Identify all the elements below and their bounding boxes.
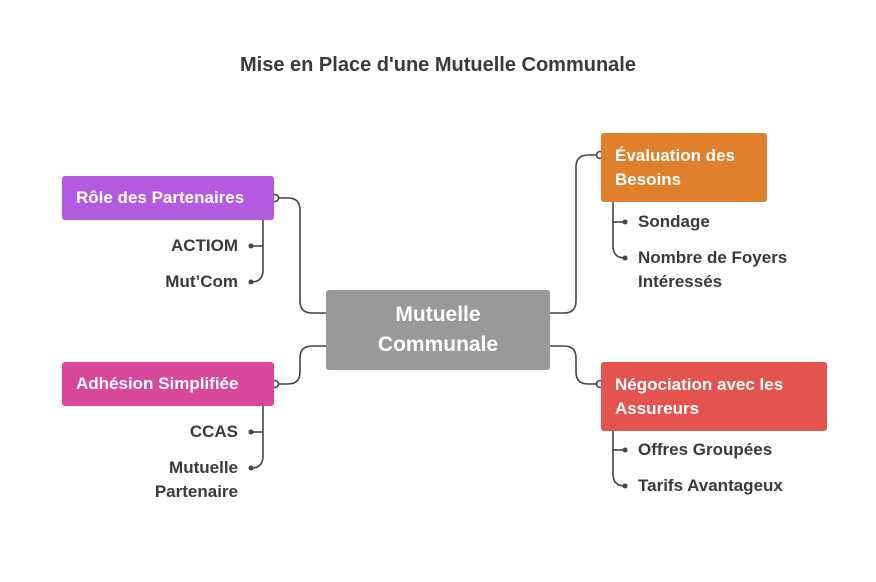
center-label-line2: Communale — [377, 333, 499, 356]
branch-adhesion-simplifiee: Adhésion Simplifiée — [62, 362, 274, 406]
branch-negociation-assureurs: Négociation avec les Assureurs — [601, 362, 827, 431]
leaf-mutuelle-partenaire-line1: Mutuelle — [169, 458, 238, 477]
leaf-mutcom: Mut’Com — [165, 272, 238, 291]
branch-role-partenaires: Rôle des Partenaires — [62, 176, 274, 220]
leaf-tarifs-avantageux: Tarifs Avantageux — [638, 476, 783, 495]
connector-center-evaluation — [550, 154, 600, 314]
connector-center-adhesion — [275, 345, 326, 385]
connector-center-role — [275, 197, 326, 314]
diagram-title: Mise en Place d'une Mutuelle Communale — [240, 54, 636, 76]
leaf-nombre-foyers-line2: Intéressés — [638, 272, 723, 291]
branch-negociation-label-line1: Négociation avec les — [615, 374, 784, 394]
branch-adhesion-label: Adhésion Simplifiée — [76, 374, 239, 393]
leaf-offres-groupees: Offres Groupées — [638, 440, 773, 459]
connector-negociation-leaves — [612, 431, 626, 487]
leaf-mutuelle-partenaire-line2: Partenaire — [154, 482, 238, 501]
leaf-actiom: ACTIOM — [170, 236, 238, 255]
center-node: Mutuelle Communale — [326, 290, 550, 370]
leaf-sondage: Sondage — [638, 212, 710, 231]
branch-evaluation-besoins: Évaluation des Besoins — [601, 133, 767, 202]
branch-evaluation-label-line1: Évaluation des — [615, 145, 735, 165]
center-label-line1: Mutuelle — [395, 303, 481, 326]
connector-evaluation-leaves — [612, 202, 626, 259]
leaf-nombre-foyers-line1: Nombre de Foyers — [638, 248, 788, 267]
branch-evaluation-label-line2: Besoins — [615, 169, 682, 189]
branch-role-label: Rôle des Partenaires — [76, 188, 245, 207]
connector-center-negociation — [550, 345, 600, 385]
branch-negociation-label-line2: Assureurs — [615, 398, 700, 418]
leaf-ccas: CCAS — [189, 422, 238, 441]
